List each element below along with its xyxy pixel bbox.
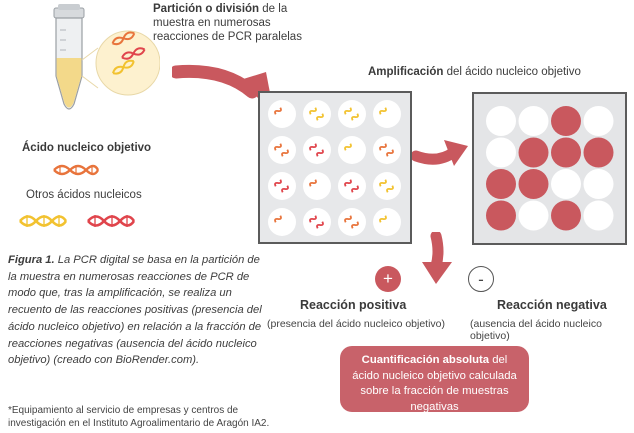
- positive-subtitle: (presencia del ácido nucleico objetivo): [267, 318, 446, 330]
- result-well-positive: [486, 200, 516, 231]
- positive-sign-icon: +: [375, 266, 401, 292]
- figure-caption: Figura 1. La PCR digital se basa en la p…: [8, 252, 263, 369]
- partition-well: [268, 136, 296, 164]
- positive-title: Reacción positiva: [300, 298, 407, 312]
- arrow-amplification-icon: [412, 140, 468, 166]
- sample-tube-illustration: [53, 4, 160, 110]
- result-well-negative: [486, 106, 516, 136]
- result-well-negative: [583, 169, 614, 199]
- dna-target-icon: [53, 164, 100, 176]
- caption-label: Figura 1.: [8, 254, 55, 266]
- partition-well: [268, 100, 296, 128]
- amplification-title: Amplificación: [368, 66, 444, 78]
- dna-yellow-icon: [112, 59, 135, 75]
- dna-other-yellow-icon: [19, 215, 68, 227]
- negative-subtitle: (ausencia del ácido nucleico objetivo): [470, 318, 602, 342]
- result-well-positive: [518, 169, 549, 199]
- partition-well: [268, 208, 296, 236]
- dna-orange-icon: [111, 31, 136, 46]
- result-well-negative: [518, 106, 549, 136]
- others-label: Otros ácidos nucleicos: [26, 189, 142, 201]
- negative-title: Reacción negativa: [497, 298, 607, 312]
- arrow-quantification-icon: [422, 232, 452, 284]
- result-well-negative: [583, 200, 614, 231]
- amplification-description: del ácido nucleico objetivo: [443, 66, 581, 78]
- quantification-title: Cuantificación absoluta: [361, 354, 490, 366]
- dna-red-icon: [121, 47, 146, 60]
- footnote: *Equipamiento al servicio de empresas y …: [8, 405, 270, 429]
- dna-other-red-icon: [87, 215, 136, 227]
- result-well-positive: [518, 137, 549, 168]
- partition-well: [303, 208, 331, 236]
- quantification-description: del ácido nucleico objetivo calculada so…: [352, 354, 517, 413]
- result-well-positive: [551, 200, 581, 231]
- partition-well: [373, 136, 401, 164]
- partition-well: [303, 100, 331, 128]
- partition-well: [303, 136, 331, 164]
- partition-well: [338, 100, 366, 128]
- result-well-negative: [551, 169, 581, 199]
- partition-well: [373, 208, 401, 236]
- partition-well: [338, 172, 366, 200]
- result-plate-wells: [486, 106, 614, 231]
- result-well-positive: [551, 137, 581, 168]
- result-well-positive: [583, 137, 614, 168]
- partition-well: [373, 172, 401, 200]
- partition-well: [373, 100, 401, 128]
- partition-well: [268, 172, 296, 200]
- amplification-label: Amplificación del ácido nucleico objetiv…: [368, 65, 628, 79]
- result-well-negative: [518, 200, 549, 231]
- partition-label: Partición o división de la muestra en nu…: [153, 2, 323, 44]
- caption-text: La PCR digital se basa en la partición d…: [8, 254, 262, 367]
- result-well-negative: [486, 137, 516, 168]
- quantification-box: Cuantificación absoluta del ácido nuclei…: [340, 346, 529, 413]
- partition-description: de la muestra en numerosas reacciones de…: [153, 3, 302, 43]
- partition-well: [338, 208, 366, 236]
- result-well-negative: [583, 106, 614, 136]
- target-label: Ácido nucleico objetivo: [22, 142, 152, 154]
- partition-well: [338, 136, 366, 164]
- partition-plate-wells: [268, 100, 401, 236]
- result-well-positive: [551, 106, 581, 136]
- result-well-positive: [486, 169, 516, 199]
- partition-well: [303, 172, 331, 200]
- partition-title: Partición o división: [153, 3, 260, 15]
- negative-sign-icon: -: [468, 266, 494, 292]
